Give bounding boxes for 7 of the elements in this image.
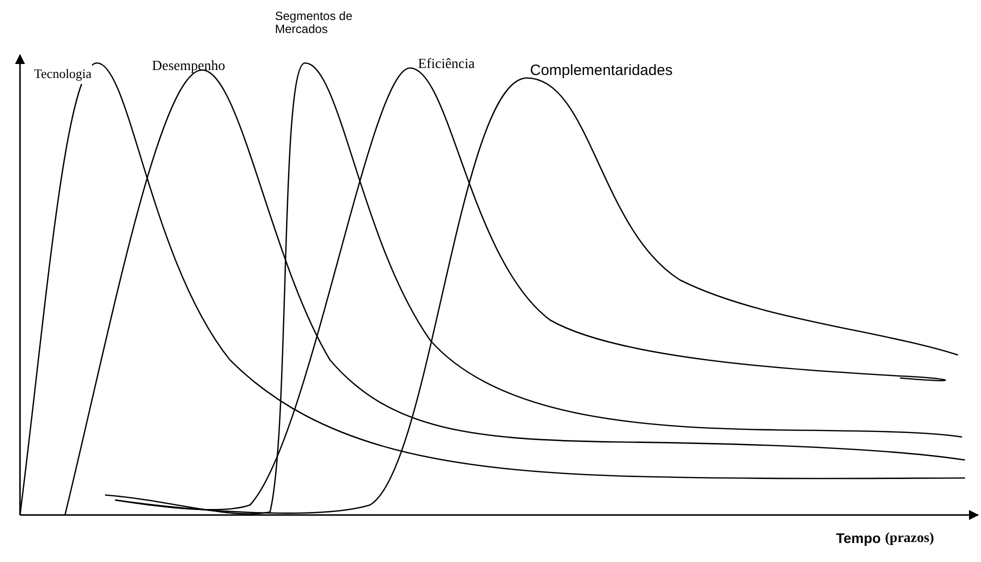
curve-label: Tecnologia <box>34 64 92 84</box>
curve-label: Complementaridades <box>530 61 673 81</box>
curve-label: Eficiência <box>418 56 475 74</box>
curve-label: Segmentos de Mercados <box>275 10 354 36</box>
curve-label: Desempenho <box>152 58 226 76</box>
curve-label: Tempo <box>836 529 881 548</box>
curve-label: (prazos) <box>885 530 934 548</box>
